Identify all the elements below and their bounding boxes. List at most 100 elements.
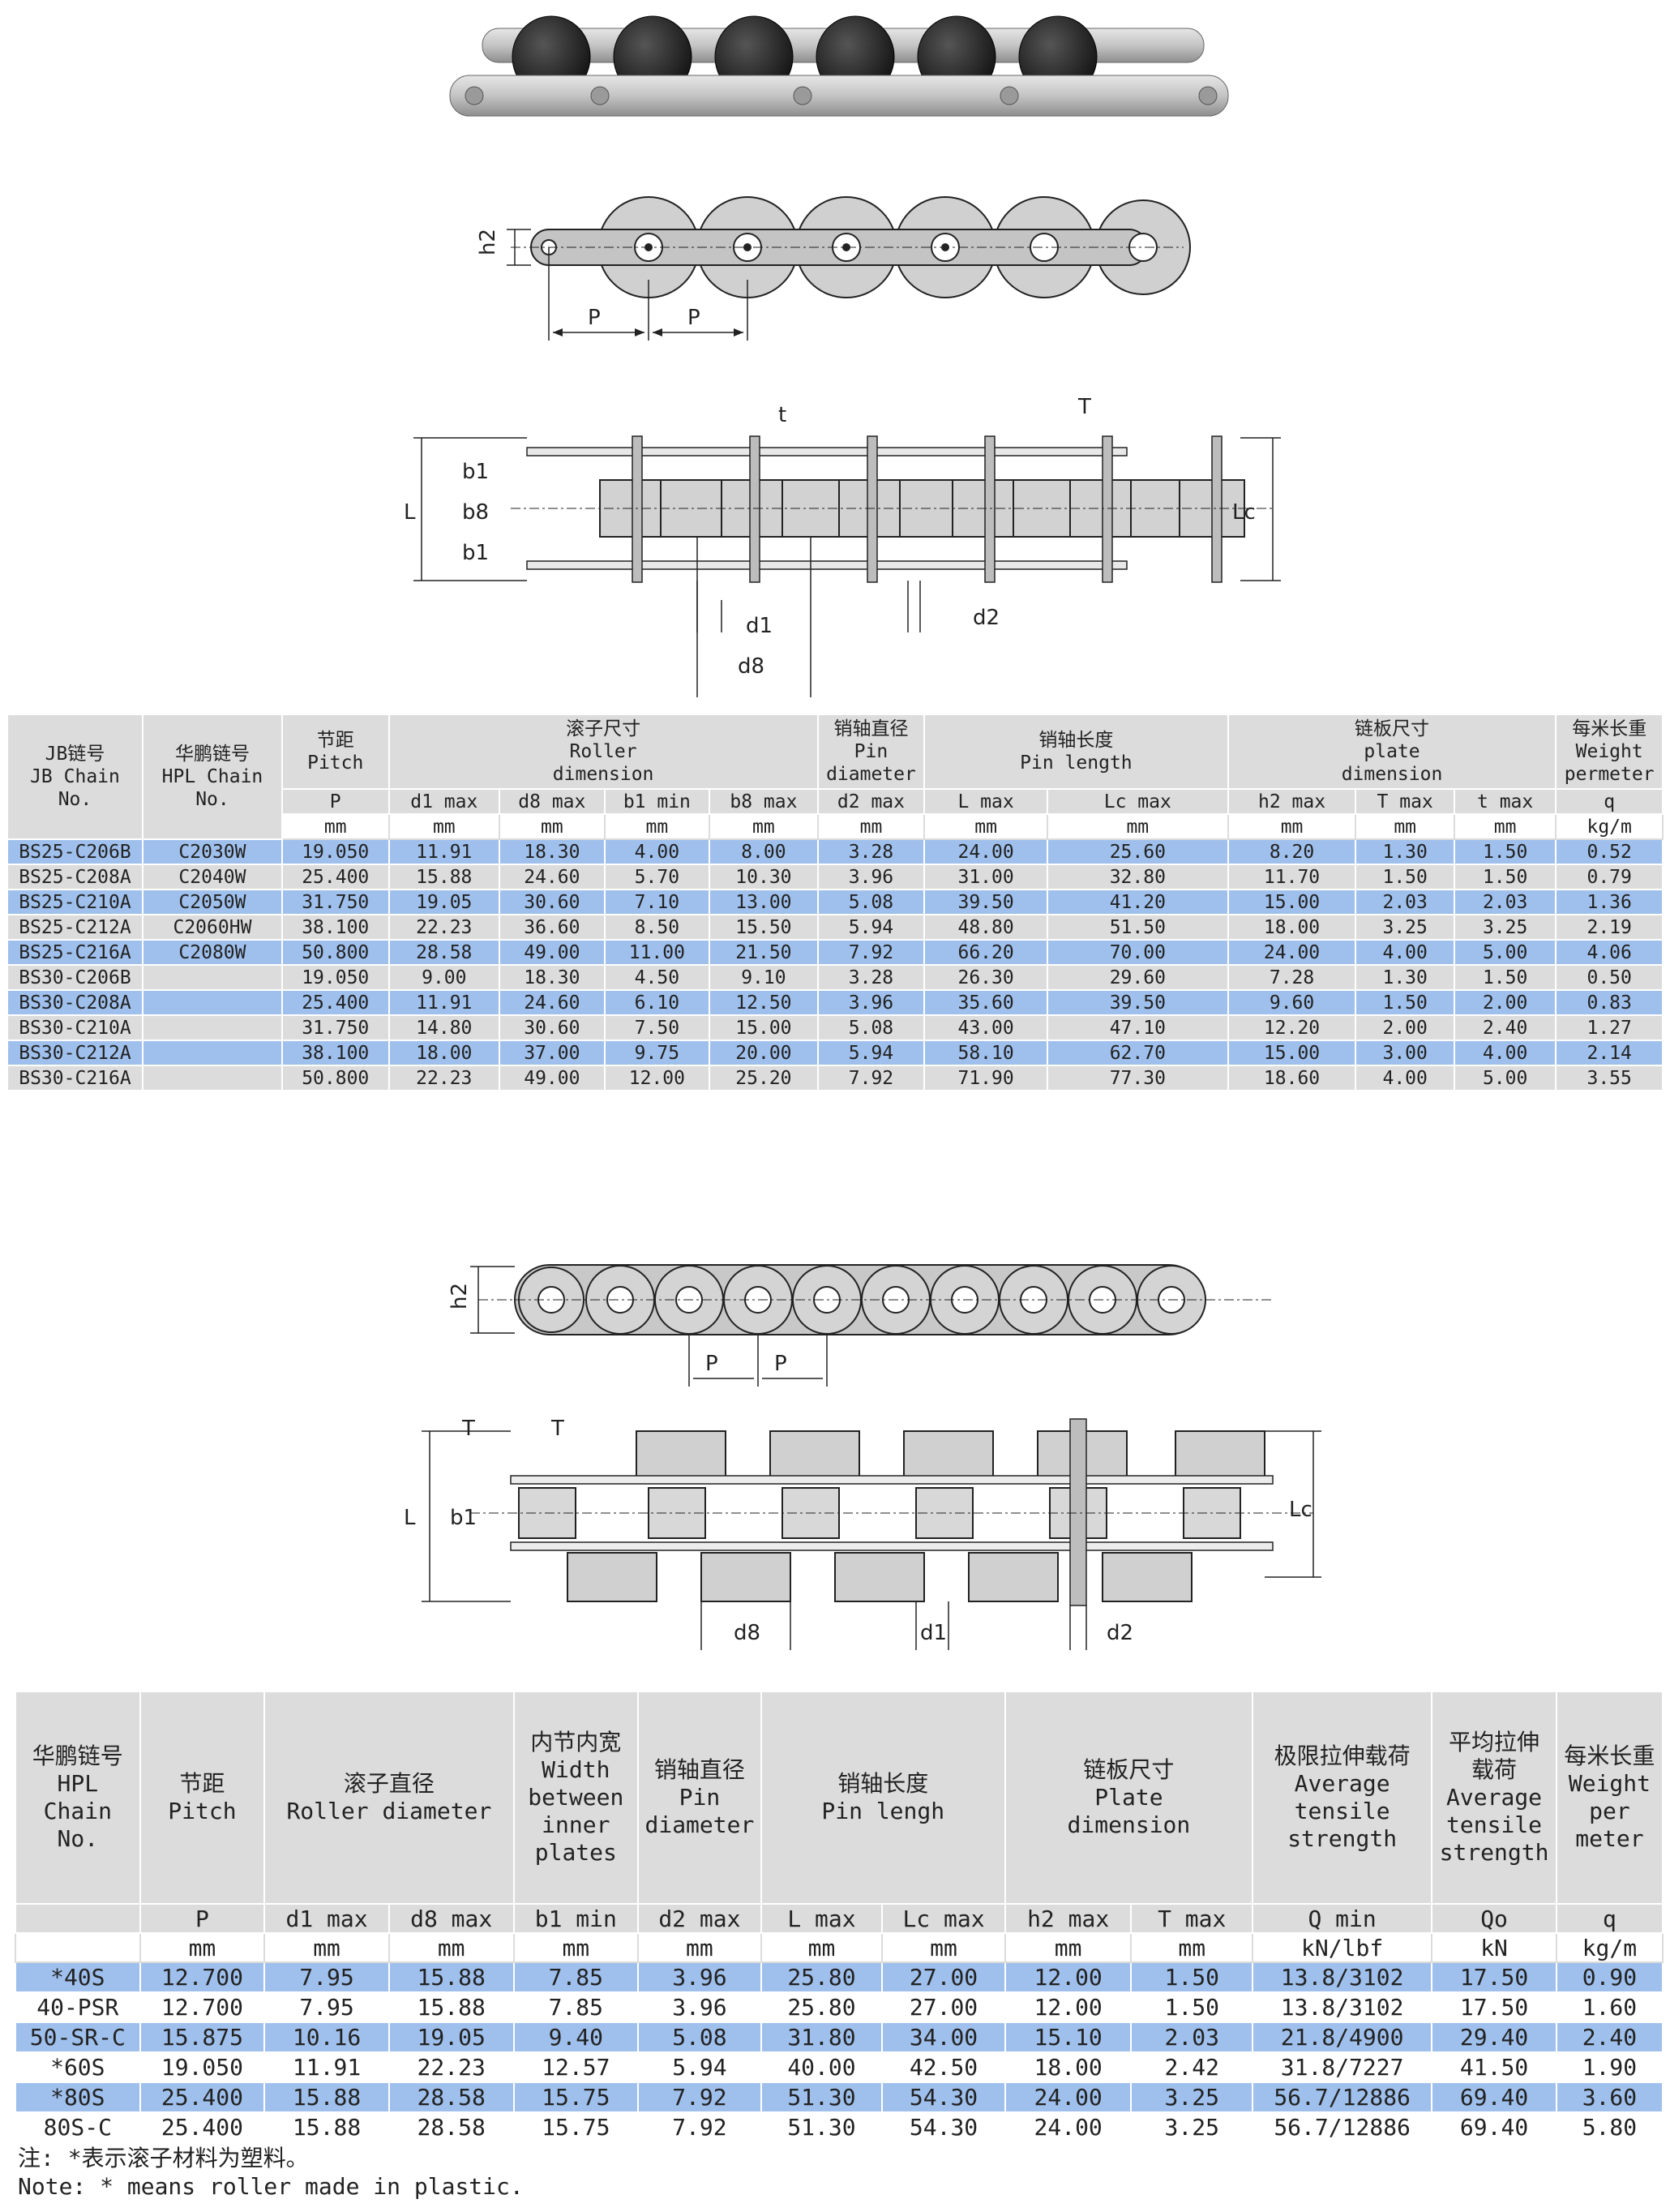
value-cell: 9.75 bbox=[603, 1040, 711, 1066]
header-pin-length: 销轴长度 Pin lengh bbox=[760, 1691, 1006, 1905]
value-cell: 28.58 bbox=[388, 2111, 515, 2143]
value-cell: 5.94 bbox=[816, 1040, 926, 1066]
value-cell: 7.95 bbox=[263, 1961, 390, 1993]
value-cell: 8.50 bbox=[603, 914, 711, 941]
sub-header-cell: T max bbox=[1130, 1903, 1254, 1934]
value-cell: 1.60 bbox=[1555, 1991, 1664, 2023]
value-cell: 3.25 bbox=[1355, 914, 1455, 941]
value-cell: 39.50 bbox=[1047, 989, 1229, 1016]
value-cell: 25.400 bbox=[139, 2111, 266, 2143]
value-cell: 77.30 bbox=[1047, 1065, 1229, 1091]
chain-photo bbox=[442, 12, 1236, 126]
value-cell: 12.00 bbox=[1004, 1991, 1133, 2023]
hpl-chain-cell: C2040W bbox=[141, 864, 283, 890]
value-cell: 69.40 bbox=[1431, 2111, 1557, 2143]
value-cell: 5.94 bbox=[816, 914, 926, 941]
value-cell: 9.00 bbox=[388, 964, 501, 991]
hpl-chain-cell: C2050W bbox=[141, 889, 283, 915]
d8-label: d8 bbox=[738, 654, 764, 679]
value-cell: 39.50 bbox=[923, 889, 1048, 915]
value-cell: 11.00 bbox=[603, 939, 711, 966]
value-cell: 1.50 bbox=[1453, 838, 1557, 865]
value-cell: 3.00 bbox=[1355, 1040, 1455, 1066]
value-cell: 3.28 bbox=[816, 838, 926, 865]
value-cell: 22.23 bbox=[388, 1065, 501, 1091]
value-cell: 7.92 bbox=[637, 2081, 762, 2113]
value-cell: 1.50 bbox=[1130, 1961, 1254, 1993]
note-english: Note: * means roller made in plastic. bbox=[18, 2173, 524, 2200]
sub-header-cell: Qo bbox=[1431, 1903, 1557, 1934]
value-cell: 66.20 bbox=[923, 939, 1048, 966]
header-avg-tensile: 平均拉伸 载荷 Average tensile strength bbox=[1431, 1691, 1557, 1905]
value-cell: 13.00 bbox=[709, 889, 819, 915]
d2-label: d2 bbox=[1107, 1621, 1133, 1645]
top-view-diagram-1: L Lc b1 b8 b1 d1 d8 d2 t T bbox=[381, 389, 1305, 697]
value-cell: 22.23 bbox=[388, 914, 501, 941]
value-cell: 25.80 bbox=[760, 1991, 884, 2023]
value-cell: 2.14 bbox=[1555, 1040, 1664, 1066]
hpl-chain-cell: *80S bbox=[15, 2081, 141, 2113]
value-cell: 62.70 bbox=[1047, 1040, 1229, 1066]
sub-header-cell: T max bbox=[1355, 788, 1455, 815]
value-cell: 36.60 bbox=[499, 914, 606, 941]
value-cell: 30.60 bbox=[499, 1014, 606, 1041]
value-cell: 27.00 bbox=[881, 1961, 1006, 1993]
value-cell: 48.80 bbox=[923, 914, 1048, 941]
pitch-label: P bbox=[588, 306, 601, 330]
value-cell: 7.10 bbox=[603, 889, 711, 915]
value-cell: 25.60 bbox=[1047, 838, 1229, 865]
unit-cell: mm bbox=[923, 813, 1048, 840]
value-cell: 2.00 bbox=[1453, 989, 1557, 1016]
value-cell: 2.40 bbox=[1453, 1014, 1557, 1041]
value-cell: 9.60 bbox=[1227, 989, 1357, 1016]
sub-header-cell: t max bbox=[1453, 788, 1557, 815]
Lc-label: Lc bbox=[1232, 500, 1256, 525]
L-label: L bbox=[404, 500, 416, 525]
value-cell: 27.00 bbox=[881, 1991, 1006, 2023]
value-cell: 7.50 bbox=[603, 1014, 711, 1041]
value-cell: 5.00 bbox=[1453, 939, 1557, 966]
b1-label: b1 bbox=[450, 1506, 477, 1530]
value-cell: 7.28 bbox=[1227, 964, 1357, 991]
value-cell: 18.00 bbox=[1227, 914, 1357, 941]
header-hpl-chain: 华鹏链号 HPL Chain No. bbox=[15, 1691, 141, 1905]
value-cell: 18.00 bbox=[1004, 2051, 1133, 2083]
value-cell: 25.400 bbox=[139, 2081, 266, 2113]
sub-header-cell: Lc max bbox=[1047, 788, 1229, 815]
header-roller: 滚子尺寸 Roller dimension bbox=[388, 714, 819, 790]
value-cell: 11.70 bbox=[1227, 864, 1357, 890]
unit-cell: mm bbox=[637, 1932, 762, 1963]
value-cell: 13.8/3102 bbox=[1252, 1991, 1433, 2023]
value-cell: 1.30 bbox=[1355, 838, 1455, 865]
value-cell: 3.25 bbox=[1130, 2081, 1254, 2113]
value-cell: 0.50 bbox=[1555, 964, 1664, 991]
value-cell: 71.90 bbox=[923, 1065, 1048, 1091]
value-cell: 22.23 bbox=[388, 2051, 515, 2083]
value-cell: 13.8/3102 bbox=[1252, 1961, 1433, 1993]
side-view-diagram-1: P P h2 bbox=[462, 174, 1192, 353]
value-cell: 4.00 bbox=[1453, 1040, 1557, 1066]
value-cell: 5.00 bbox=[1453, 1065, 1557, 1091]
value-cell: 41.20 bbox=[1047, 889, 1229, 915]
unit-cell: mm bbox=[280, 813, 390, 840]
hpl-chain-cell: C2030W bbox=[141, 838, 283, 865]
value-cell: 19.050 bbox=[280, 964, 390, 991]
pitch-label: P bbox=[687, 306, 700, 330]
value-cell: 3.55 bbox=[1555, 1065, 1664, 1091]
value-cell: 7.92 bbox=[816, 1065, 926, 1091]
value-cell: 37.00 bbox=[499, 1040, 606, 1066]
value-cell: 43.00 bbox=[923, 1014, 1048, 1041]
value-cell: 56.7/12886 bbox=[1252, 2111, 1433, 2143]
hpl-chain-cell: 80S-C bbox=[15, 2111, 141, 2143]
value-cell: 15.75 bbox=[512, 2081, 640, 2113]
value-cell: 15.88 bbox=[388, 1961, 515, 1993]
sub-header-cell: d1 max bbox=[388, 788, 501, 815]
jb-chain-cell: BS30-C216A bbox=[6, 1065, 143, 1091]
value-cell: 12.00 bbox=[1004, 1961, 1133, 1993]
d1-label: d1 bbox=[746, 614, 773, 638]
